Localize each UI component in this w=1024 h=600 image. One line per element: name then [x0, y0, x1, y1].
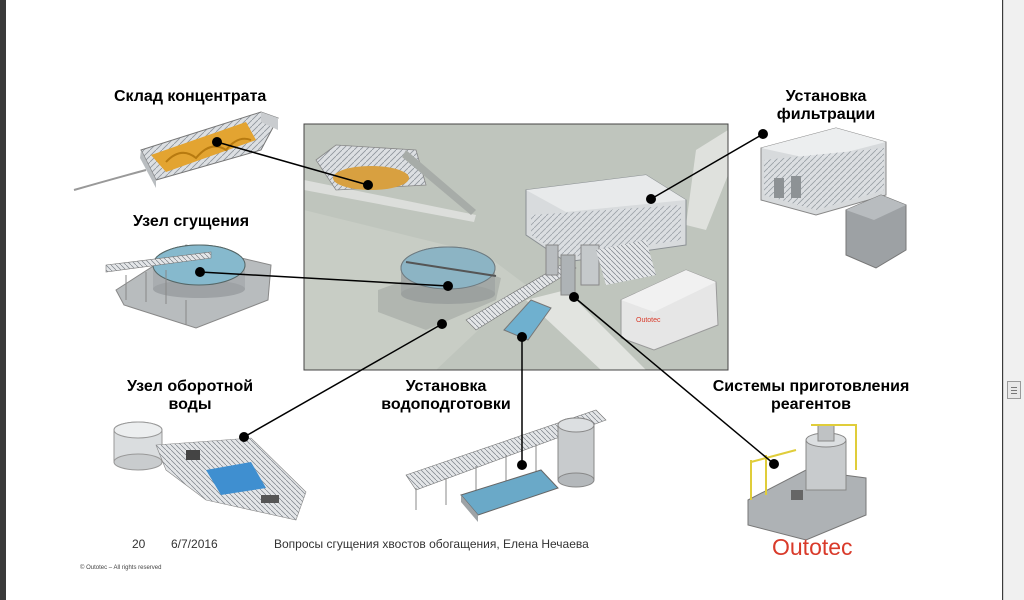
connector-filtration: [650, 133, 764, 200]
footer-title: Вопросы сгущения хвостов обогащения, Еле…: [274, 537, 589, 551]
label-recycle-water-line2: воды: [168, 396, 212, 413]
page-number: 20: [132, 537, 146, 551]
connector-concentrate: [216, 141, 369, 186]
dot-reagents-left: [569, 292, 579, 302]
label-thickening-unit: Узел сгущения: [133, 213, 250, 230]
label-filtration-line2: фильтрации: [776, 106, 876, 123]
label-water-treatment-line2: водоподготовки: [381, 396, 511, 413]
footer-date: 6/7/2016: [171, 537, 218, 551]
label-reagents-line2: реагентов: [770, 396, 852, 413]
dot-concentrate-left: [212, 137, 222, 147]
thickener-image: [105, 244, 272, 329]
label-recycle-water-line1: Узел оборотной: [126, 378, 254, 395]
dot-recycle-left: [239, 432, 249, 442]
outotec-logo: Outotec: [772, 534, 853, 560]
concentrate-storage-image: [73, 111, 279, 191]
label-reagents: Системы приготовления реагентов: [700, 378, 922, 414]
overview-filtration-building: [525, 174, 687, 296]
label-recycle-water: Узел оборотной воды: [120, 378, 260, 414]
connector-dots: [195, 129, 779, 470]
dot-recycle-right: [437, 319, 447, 329]
connector-recycle-water: [243, 323, 443, 438]
water-treatment-image: [405, 409, 607, 522]
connector-lines: [199, 133, 775, 465]
label-water-treatment: Установка водоподготовки: [376, 378, 516, 414]
plant-illustrations: Outotec: [73, 111, 907, 541]
dot-filtration-right: [758, 129, 768, 139]
label-water-treatment-line1: Установка: [405, 378, 487, 395]
recycle-water-image: [113, 421, 307, 521]
scrollbar-thumb[interactable]: [1007, 381, 1021, 399]
dot-filtration-left: [646, 194, 656, 204]
dot-thickening-right: [443, 281, 453, 291]
overview-warehouse: Outotec: [620, 269, 719, 351]
slide: Outotec: [6, 0, 1002, 600]
label-concentrate-storage: Склад концентрата: [114, 88, 267, 105]
filtration-building-image: [760, 127, 907, 269]
connector-thickening: [199, 271, 449, 287]
copyright-notice: © Outotec – All rights reserved: [80, 565, 162, 571]
dot-reagents-right: [769, 459, 779, 469]
dot-concentrate-right: [363, 180, 373, 190]
plant-overview-image: Outotec: [303, 123, 729, 371]
reagents-image: [747, 424, 867, 541]
overview-thickener: [378, 246, 501, 330]
vertical-scrollbar[interactable]: [1003, 0, 1024, 600]
label-reagents-line1: Системы приготовления: [712, 378, 910, 395]
dot-water-bottom: [517, 460, 527, 470]
label-filtration-line1: Установка: [785, 88, 867, 105]
svg-text:Outotec: Outotec: [636, 317, 661, 324]
label-filtration: Установка фильтрации: [768, 88, 884, 124]
dot-water-top: [517, 332, 527, 342]
connector-reagents: [573, 296, 775, 465]
dot-thickening-left: [195, 267, 205, 277]
